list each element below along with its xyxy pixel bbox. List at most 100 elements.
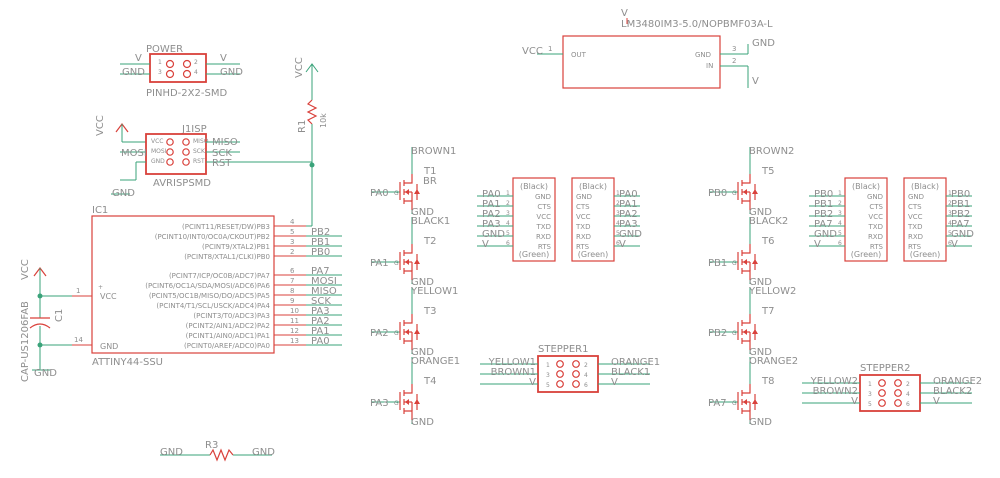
mosfet-gate-pin: G	[732, 260, 737, 267]
isp-pin-rst: RST	[193, 158, 205, 165]
regulator-pin-out: OUT	[571, 51, 587, 59]
cap-name: C1	[54, 309, 65, 322]
capacitor-c1[interactable]: VCC CAP-US1206FAB C1 GND	[20, 259, 65, 382]
stepper-pin-number: 3	[868, 391, 872, 398]
stepper-pin-number: 4	[906, 391, 910, 398]
regulator-gnd-net: GND	[752, 38, 775, 49]
mosfet-gate-pin: G	[732, 400, 737, 407]
power-header[interactable]: POWER 1 2 3 4 V GND V GND PINHD-2X2-SMD	[120, 44, 243, 99]
ftdi-pin-label: VCC	[576, 213, 591, 221]
mcu-pin-label: (PCINT11/RESET/DW)PB3	[182, 223, 270, 231]
mcu-pin-label: (PCINT7/ICP/OC0B/ADC7)PA7	[169, 272, 270, 280]
mcu-pin-group: (PCINT11/RESET/DW)PB34(PCINT10/INT0/OC0A…	[145, 218, 342, 350]
regulator-v-net: V	[752, 76, 759, 87]
mosfet-source-net: GND	[411, 347, 434, 358]
ftdi-group: (Black)(Green)GND1PA0CTS2PA1VCC3PA2TXD4P…	[477, 177, 974, 262]
ftdi-pin-label: RTS	[870, 243, 884, 251]
stepper-right-net: ORANGE2	[933, 376, 982, 387]
resistor-r3[interactable]: GND R3 GND	[160, 440, 275, 462]
ftdi-pin-number: 2	[616, 200, 620, 207]
mosfet-drain-net: BROWN2	[749, 146, 794, 157]
isp-pin-gnd: GND	[151, 158, 165, 165]
ftdi-net-label: GND	[482, 229, 505, 240]
r1-value: 10k	[319, 113, 328, 128]
mcu-pin-number: 8	[290, 287, 294, 295]
stepper-pin-number: 3	[546, 372, 550, 379]
ftdi-pin-number: 3	[838, 210, 842, 217]
ftdi-top-label: (Black)	[852, 182, 880, 191]
power-header-pin-number: 2	[194, 59, 198, 66]
ftdi-pin-number: 2	[838, 200, 842, 207]
mcu-pin-label: (PCINT3/T0/ADC3)PA3	[193, 312, 270, 320]
mcu-pin-label: (PCINT10/INT0/OC0A/CKOUT)PB2	[155, 233, 270, 241]
power-header-name: POWER	[146, 44, 183, 55]
isp-header[interactable]: J1ISP VCC VCC MOSI GND MISO SCK RST MOSI…	[95, 115, 312, 199]
ftdi-pin-label: TXD	[575, 223, 590, 231]
mosfet-gate-pin: G	[394, 190, 399, 197]
mosfet-extra-label: BR	[423, 176, 437, 187]
ftdi-pin-label: CTS	[869, 203, 883, 211]
mcu-value: ATTINY44-SSU	[92, 357, 163, 368]
ftdi-pin-label: RXD	[536, 233, 551, 241]
mosfet-gate-pin: G	[394, 330, 399, 337]
ftdi-net-label: V	[482, 239, 489, 250]
mosfet-source-net: GND	[749, 277, 772, 288]
power-header-gnd-left: GND	[122, 67, 145, 78]
ftdi-pin-number: 4	[838, 220, 842, 227]
stepper-left-net: V	[851, 396, 858, 407]
power-header-pin-number: 3	[158, 69, 162, 76]
isp-name: J1ISP	[181, 124, 207, 135]
ftdi-net-label: V	[619, 239, 626, 250]
power-header-gnd-right: GND	[220, 67, 243, 78]
mosfet-name: T4	[423, 376, 436, 387]
resistor-r1[interactable]: VCC R1 10k	[294, 57, 328, 225]
ftdi-pin-label: VCC	[908, 213, 923, 221]
mcu-ic1[interactable]: IC1 VCC GND + 1 14 ATTINY44-SSU (PCINT11…	[40, 205, 342, 368]
mcu-pin-number: 5	[290, 228, 294, 236]
mosfet-gate-net: PA0	[370, 188, 389, 199]
ftdi-pin-number: 5	[838, 230, 842, 237]
voltage-regulator[interactable]: V LM3480IM3-5.0/NOPBMF03A-L VCC 1 OUT GN…	[522, 8, 775, 89]
ftdi-connector-3[interactable]: (Black)(Green)GND1PB0CTS2PB1VCC3PB2TXD4P…	[809, 177, 888, 262]
ftdi-pin-number: 4	[616, 220, 620, 227]
stepper-pin-number: 5	[546, 382, 550, 389]
mosfet-name: T1	[423, 166, 436, 177]
ftdi-net-label: PA7	[814, 219, 833, 230]
mcu-gnd-pin: GND	[100, 342, 118, 351]
mcu-pin-marker: +	[98, 284, 103, 291]
isp-gnd-net: GND	[112, 188, 135, 199]
regulator-pin-in: IN	[706, 62, 713, 70]
stepper-left-net: BROWN1	[491, 367, 536, 378]
mosfet-gate-pin: G	[732, 190, 737, 197]
ftdi-pin-number: 3	[616, 210, 620, 217]
ftdi-bottom-label: (Green)	[851, 250, 881, 259]
mosfet-gate-pin: G	[394, 260, 399, 267]
isp-net-sck: SCK	[212, 148, 232, 159]
mcu-pin-label: (PCINT9/XTAL2)PB1	[202, 243, 270, 251]
isp-net-rst: RST	[212, 158, 232, 169]
ftdi-pin-label: RTS	[908, 243, 922, 251]
mosfet-name: T3	[423, 306, 436, 317]
ftdi-pin-label: CTS	[908, 203, 922, 211]
ftdi-pin-number: 6	[506, 240, 510, 247]
ftdi-pin-number: 6	[616, 240, 620, 247]
ftdi-top-label: (Black)	[579, 182, 607, 191]
stepper-right-net: BLACK2	[933, 386, 972, 397]
mosfet-drain-net: ORANGE2	[749, 356, 798, 367]
ftdi-top-label: (Black)	[911, 182, 939, 191]
stepper-pin-number: 1	[868, 381, 872, 388]
ftdi-connector-1[interactable]: (Black)(Green)GND1PA0CTS2PA1VCC3PA2TXD4P…	[477, 177, 556, 262]
